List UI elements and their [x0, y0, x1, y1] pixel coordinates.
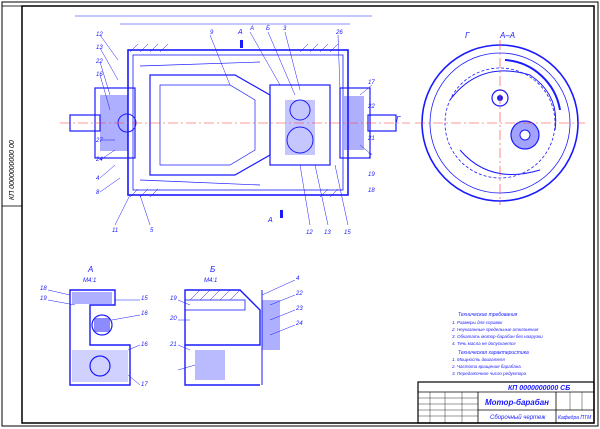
callout: 17 — [141, 382, 148, 388]
section-mark-a-bottom: А — [267, 217, 273, 224]
detail-b-callouts: 19 20 21 4 22 23 24 — [169, 276, 303, 348]
callout: 18 — [368, 188, 375, 194]
view-section-label: А–А — [499, 31, 515, 40]
callout: 16 — [141, 342, 148, 348]
note-line: 3. Передаточное число редуктора — [452, 371, 527, 376]
callout: 5 — [150, 228, 154, 234]
section-a-a-view: Г А–А — [415, 31, 585, 205]
note-line: 3. Обкатать мотор-барабан без нагрузки — [452, 334, 543, 339]
notes-header: Технические требования — [458, 312, 518, 318]
detail-a-callouts: 18 19 15 16 16 17 — [40, 286, 148, 388]
callout: 24 — [95, 157, 103, 163]
callout: 16 — [96, 72, 103, 78]
callout: 21 — [367, 136, 375, 142]
note-line: 1. Размеры для справок — [452, 320, 503, 325]
drawing-subtitle: Сборочный чертеж — [490, 414, 546, 421]
callout: 22 — [295, 291, 303, 297]
stamp-code: КП 0000000000 00 — [9, 140, 16, 200]
callout: 19 — [40, 296, 47, 302]
callout: 12 — [96, 32, 103, 38]
callout: 12 — [306, 230, 313, 236]
callout: 13 — [96, 45, 103, 51]
callout: 4 — [96, 176, 100, 182]
section-mark-a-top: А — [237, 29, 243, 36]
callout: 19 — [170, 296, 177, 302]
callout: 20 — [169, 316, 177, 322]
organization: Кафедра ПТМ — [558, 415, 592, 421]
note-line: 1. Мощность двигателя — [452, 357, 505, 362]
technical-notes: Технические требования 1. Размеры для сп… — [451, 312, 543, 376]
note-line: 4. Течь масла не допускается — [452, 341, 516, 346]
callout: 15 — [141, 296, 148, 302]
shell-hatch — [129, 43, 339, 198]
detail-a-scale: М4:1 — [83, 278, 96, 284]
detail-b-view: Б М4:1 — [177, 265, 296, 386]
detail-b-label: Б — [210, 265, 215, 274]
callout: 23 — [295, 306, 303, 312]
note-line: 2. Неуказанные предельные отклонения — [451, 327, 539, 332]
main-section-view: Г А А — [60, 15, 410, 226]
gear-2 — [286, 126, 314, 154]
callout: 22 — [95, 59, 103, 65]
callout: 16 — [141, 311, 148, 317]
notes-header-2: Техническая характеристика — [458, 350, 529, 356]
callout: 8 — [96, 190, 100, 196]
view-g-label: Г — [465, 31, 470, 40]
callout: 3 — [283, 26, 287, 32]
callout: 15 — [344, 230, 351, 236]
section-mark-g: Г — [396, 115, 401, 124]
drum-shell — [127, 49, 349, 196]
callout: 18 — [40, 286, 47, 292]
callout: 9 — [210, 30, 214, 36]
callout: 4 — [296, 276, 300, 282]
detail-a-view: А М4:1 — [47, 265, 141, 386]
detail-a-label: А — [87, 265, 93, 274]
callout: 11 — [112, 228, 118, 234]
callout: 21 — [169, 342, 177, 348]
callout: 24 — [295, 321, 303, 327]
callout: А — [249, 26, 254, 32]
callout: 19 — [368, 172, 375, 178]
callout: 13 — [324, 230, 331, 236]
note-line: 2. Частота вращения барабана — [451, 364, 521, 369]
title-block: КП 0000000000 СБ Мотор-барабан Сборочный… — [417, 381, 595, 424]
callout: 7 — [368, 154, 372, 160]
motor-stator — [149, 74, 271, 176]
gear-1 — [289, 99, 311, 121]
callout: 22 — [367, 104, 375, 110]
main-callouts: 12 13 22 16 27 24 4 8 11 5 9 А Б 3 26 17… — [95, 26, 375, 236]
detail-b-scale: М4:1 — [204, 278, 217, 284]
callout: 17 — [368, 80, 375, 86]
callout: 26 — [335, 30, 343, 36]
callout: 27 — [95, 138, 103, 144]
drawing-title: Мотор-барабан — [485, 398, 549, 407]
doc-number: КП 0000000000 СБ — [508, 385, 570, 392]
callout: Б — [266, 26, 270, 32]
side-stamp — [1, 5, 23, 207]
drawing-frame — [21, 5, 595, 424]
